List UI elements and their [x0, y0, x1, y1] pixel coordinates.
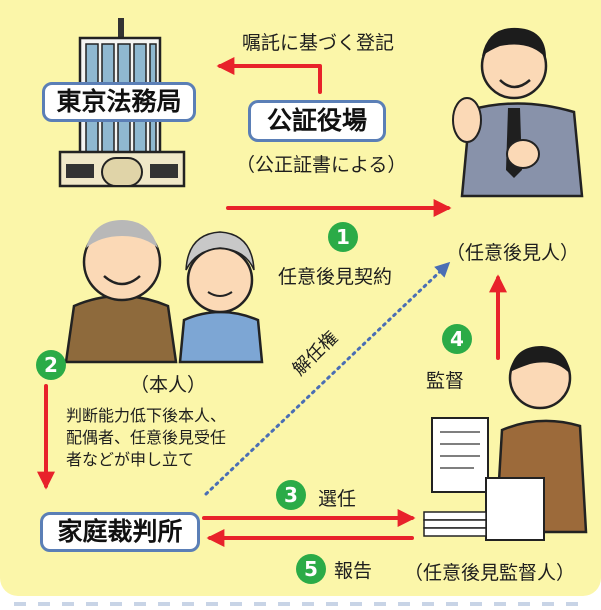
step-badge-4: 4	[442, 324, 472, 354]
step-badge-1: 1	[328, 222, 358, 252]
guardian-illustration	[452, 27, 584, 198]
step-badge-2: 2	[36, 350, 66, 380]
petition-line-2: 配偶者、任意後見受任	[66, 428, 227, 447]
supervisor-illustration	[423, 346, 588, 541]
principal-label: （本人）	[130, 374, 207, 396]
step-badge-5: 5	[296, 554, 326, 584]
bottom-dashed-divider	[14, 602, 588, 606]
family-court-box: 家庭裁判所	[40, 512, 200, 552]
petition-line-3: 者などが申し立て	[66, 450, 195, 469]
notary-office-box: 公証役場	[248, 100, 386, 142]
arrow-registration	[216, 57, 322, 94]
petition-line-1: 判断能力低下後本人、	[66, 406, 227, 425]
supervisor-label: （任意後見監督人）	[404, 562, 576, 584]
supervision-label: 監督	[426, 370, 465, 392]
diagram-panel: 東京法務局 公証役場 家庭裁判所 嘱託に基づく登記 （公正証書による） （任意後…	[0, 0, 601, 596]
report-label: 報告	[334, 560, 373, 582]
contract-label: 任意後見契約	[278, 266, 393, 288]
arrow-dismissal-right	[204, 261, 451, 496]
legal-bureau-box: 東京法務局	[42, 82, 196, 122]
guardian-label: （任意後見人）	[446, 242, 580, 264]
registration-label: 嘱託に基づく登記	[242, 32, 395, 54]
step-badge-3: 3	[276, 480, 306, 510]
notarial-deed-label: （公正証書による）	[236, 154, 407, 176]
principal-couple-illustration	[64, 220, 264, 364]
appointment-label: 選任	[318, 488, 357, 510]
